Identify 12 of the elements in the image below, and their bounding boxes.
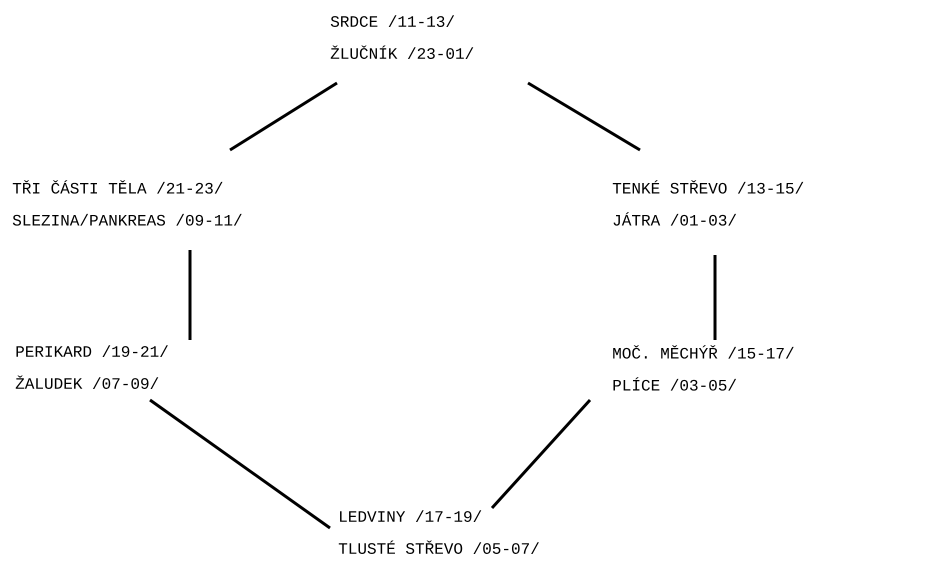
connector-line — [490, 398, 592, 509]
connector-line — [149, 398, 331, 530]
organ-label: LEDVINY /17-19/ TLUSTÉ STŘEVO /05-07/ — [338, 510, 539, 554]
connector-line — [527, 82, 641, 152]
connector-line — [229, 82, 338, 152]
organ-label: MOČ. MĚCHÝŘ /15-17/ PLÍCE /03-05/ — [613, 345, 794, 391]
connector-line — [188, 250, 192, 340]
organ-label: PERIKARD /19-21/ ŽALUDEK /07-09/ — [16, 345, 168, 389]
organ-label: SRDCE /11-13/ ŽLUČNÍK /23-01/ — [330, 15, 474, 59]
organ-label: TENKÉ STŘEVO /13-15/ JÁTRA /01-03/ — [612, 180, 804, 226]
organ-label: TŘI ČÁSTI TĚLA /21-23/ SLEZINA/PANKREAS /09-11/ — [12, 180, 242, 226]
connector-line — [714, 255, 716, 340]
